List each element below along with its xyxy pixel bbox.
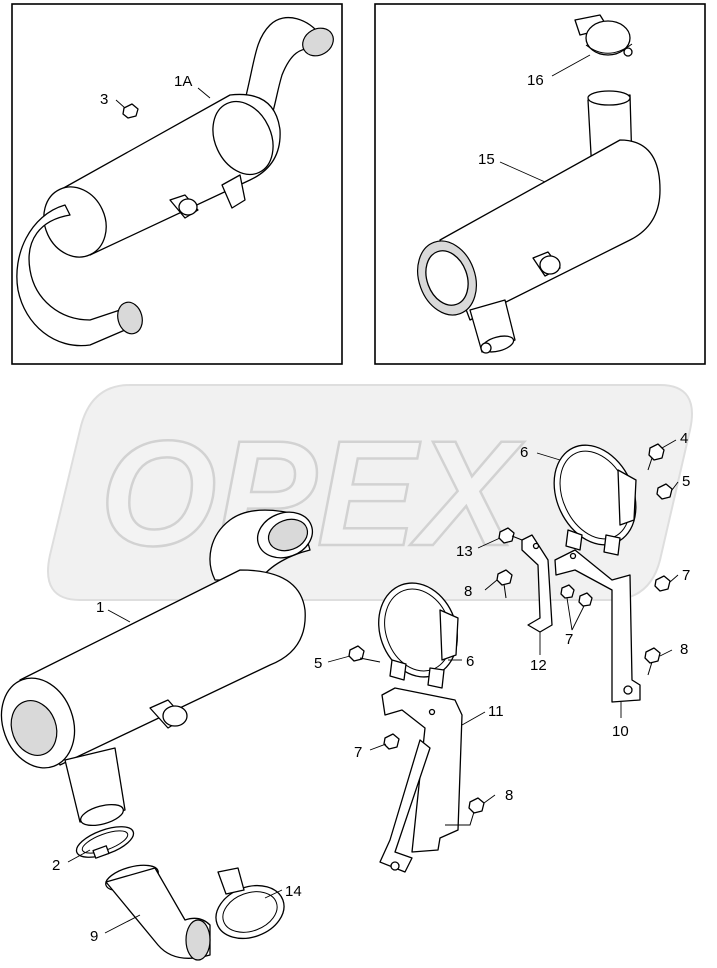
callout-1: 1 (96, 599, 104, 616)
callout-8-upper: 8 (464, 583, 472, 600)
callout-8-lower: 8 (505, 787, 513, 804)
muffler-1 (0, 509, 314, 827)
bolt-8-mid (644, 647, 661, 676)
callout-7-right: 7 (682, 567, 690, 584)
callout-14: 14 (285, 883, 302, 900)
watermark-text: OPEX (100, 409, 525, 577)
callout-7-lower: 7 (354, 744, 362, 761)
callout-3: 3 (100, 91, 108, 108)
callout-12: 12 (530, 657, 547, 674)
nut-7-lower (383, 733, 400, 750)
watermark: OPEX (47, 384, 693, 601)
band-clamp-6-lower (378, 582, 459, 689)
callout-16: 16 (527, 72, 544, 89)
inset-box-left (11, 3, 343, 365)
nut-5-upper (656, 483, 673, 500)
callout-6-lower: 6 (466, 653, 474, 670)
callout-13: 13 (456, 543, 473, 560)
rain-cap-16 (574, 14, 633, 57)
nut-7-right (654, 575, 671, 592)
callout-11: 11 (488, 703, 504, 720)
callout-10: 10 (612, 723, 629, 740)
nuts-7-pair (560, 584, 593, 607)
muffler-15 (417, 90, 661, 354)
callout-1a: 1A (174, 73, 192, 90)
callout-5-lower: 5 (314, 655, 322, 672)
bracket-10 (554, 549, 641, 703)
callout-15: 15 (478, 151, 495, 168)
band-clamp-6-upper (553, 444, 637, 556)
callout-9: 9 (90, 928, 98, 945)
bolt-4 (647, 443, 665, 471)
bracket-12 (521, 534, 553, 633)
elbow-pipe-9 (105, 864, 211, 961)
muffler-1a (16, 16, 334, 347)
callout-8-mid: 8 (680, 641, 688, 658)
callout-4: 4 (680, 430, 688, 447)
bracket-11 (379, 687, 463, 873)
bolt-13 (498, 527, 523, 544)
callout-7-pair: 7 (565, 631, 573, 648)
callout-2: 2 (52, 857, 60, 874)
bolt-8-lower (445, 797, 485, 826)
leader-lines (67, 54, 679, 934)
clamp-14 (215, 867, 285, 940)
inset-box-right (374, 3, 706, 365)
nut-5-lower (348, 645, 381, 663)
callout-5-upper: 5 (682, 473, 690, 490)
callout-6-upper: 6 (520, 444, 528, 461)
callout-labels: 1A 3 16 15 4 6 5 13 7 8 7 12 1 5 6 8 10 … (52, 72, 690, 945)
clamp-2 (75, 826, 135, 859)
bolt-3 (122, 103, 139, 119)
